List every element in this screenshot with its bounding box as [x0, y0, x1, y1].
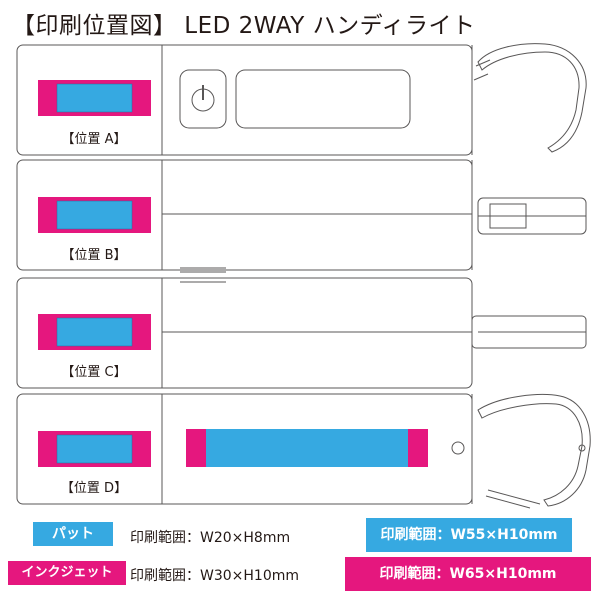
pad-wide-range-text: 印刷範囲：W55×H10mm	[380, 527, 558, 543]
print-area-b	[38, 197, 151, 233]
inkjet-wide-range-text: 印刷範囲：W65×H10mm	[379, 566, 557, 582]
inkjet-legend-badge: インクジェット	[8, 561, 126, 585]
pad-area	[56, 434, 133, 464]
pad-area	[56, 317, 133, 347]
light-side-view-b	[16, 159, 587, 273]
inkjet-legend-label: インクジェット	[21, 565, 113, 580]
light-front-view	[16, 43, 587, 156]
carabiner-hook	[477, 394, 591, 507]
pad-area	[56, 83, 133, 113]
print-position-diagram: 【位置 A】 【位置 B】 【位置 C】 【位置 D】	[16, 43, 591, 509]
light-side-view-c	[16, 277, 587, 389]
screw-hole	[451, 441, 465, 455]
pad-wide-range-badge: 印刷範囲：W55×H10mm	[366, 518, 572, 552]
pad-range-text: 印刷範囲：W20×H8mm	[130, 530, 291, 546]
position-label-c: 【位置 C】	[61, 365, 126, 380]
position-label-a: 【位置 A】	[61, 132, 126, 147]
pad-legend-label: パット	[52, 526, 94, 542]
page-title: 【印刷位置図】 LED 2WAY ハンディライト	[12, 13, 476, 39]
position-label-b: 【位置 B】	[61, 248, 126, 263]
print-area-d	[38, 429, 428, 467]
pad-legend-badge: パット	[33, 522, 113, 546]
carabiner-hook	[477, 43, 587, 153]
inkjet-range-text: 印刷範囲：W30×H10mm	[130, 568, 300, 584]
position-label-d: 【位置 D】	[61, 481, 127, 496]
inkjet-wide-range-badge: 印刷範囲：W65×H10mm	[345, 557, 591, 591]
print-area-a	[38, 80, 151, 116]
print-area-c	[38, 314, 151, 350]
lens-window	[235, 69, 411, 129]
pad-area	[56, 200, 133, 230]
pad-wide-area	[206, 429, 408, 467]
